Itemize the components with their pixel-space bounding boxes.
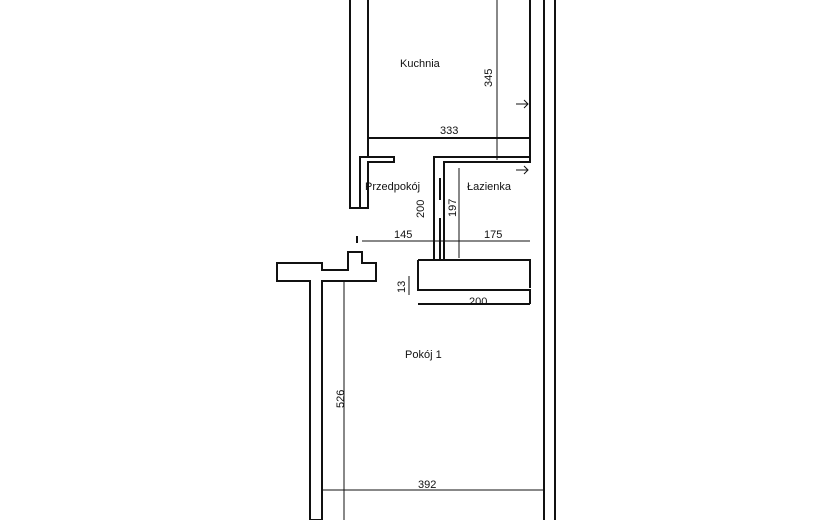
dim-label-room1-top-width: 200 xyxy=(469,296,487,308)
dim-label-kitchen-height: 345 xyxy=(483,69,495,87)
hall-corner-wall xyxy=(359,156,395,209)
room-label-kitchen: Kuchnia xyxy=(400,58,441,70)
room-label-bathroom: Łazienka xyxy=(467,181,512,193)
dim-label-hall-height: 200 xyxy=(415,200,427,218)
dim-label-hall-width: 145 xyxy=(394,229,412,241)
window-markers xyxy=(516,99,529,175)
dim-label-room1-height: 526 xyxy=(335,390,347,408)
room-label-room1: Pokój 1 xyxy=(405,349,442,361)
dim-label-bathroom-height: 197 xyxy=(447,199,459,217)
dim-label-small-offset: 13 xyxy=(396,281,408,293)
dimension-lines xyxy=(322,0,544,520)
room-label-hall: Przedpokój xyxy=(365,181,420,193)
dim-label-kitchen-width: 333 xyxy=(440,125,458,137)
arrow-icon xyxy=(516,165,529,175)
walls xyxy=(276,0,556,520)
dim-label-bathroom-width: 175 xyxy=(484,229,502,241)
room1-upper-left-wall xyxy=(276,251,377,520)
bathroom-bottom-wall xyxy=(418,259,531,288)
arrow-icon xyxy=(516,99,529,109)
dim-label-room1-width: 392 xyxy=(418,479,436,491)
right-outer-wall xyxy=(543,0,556,520)
